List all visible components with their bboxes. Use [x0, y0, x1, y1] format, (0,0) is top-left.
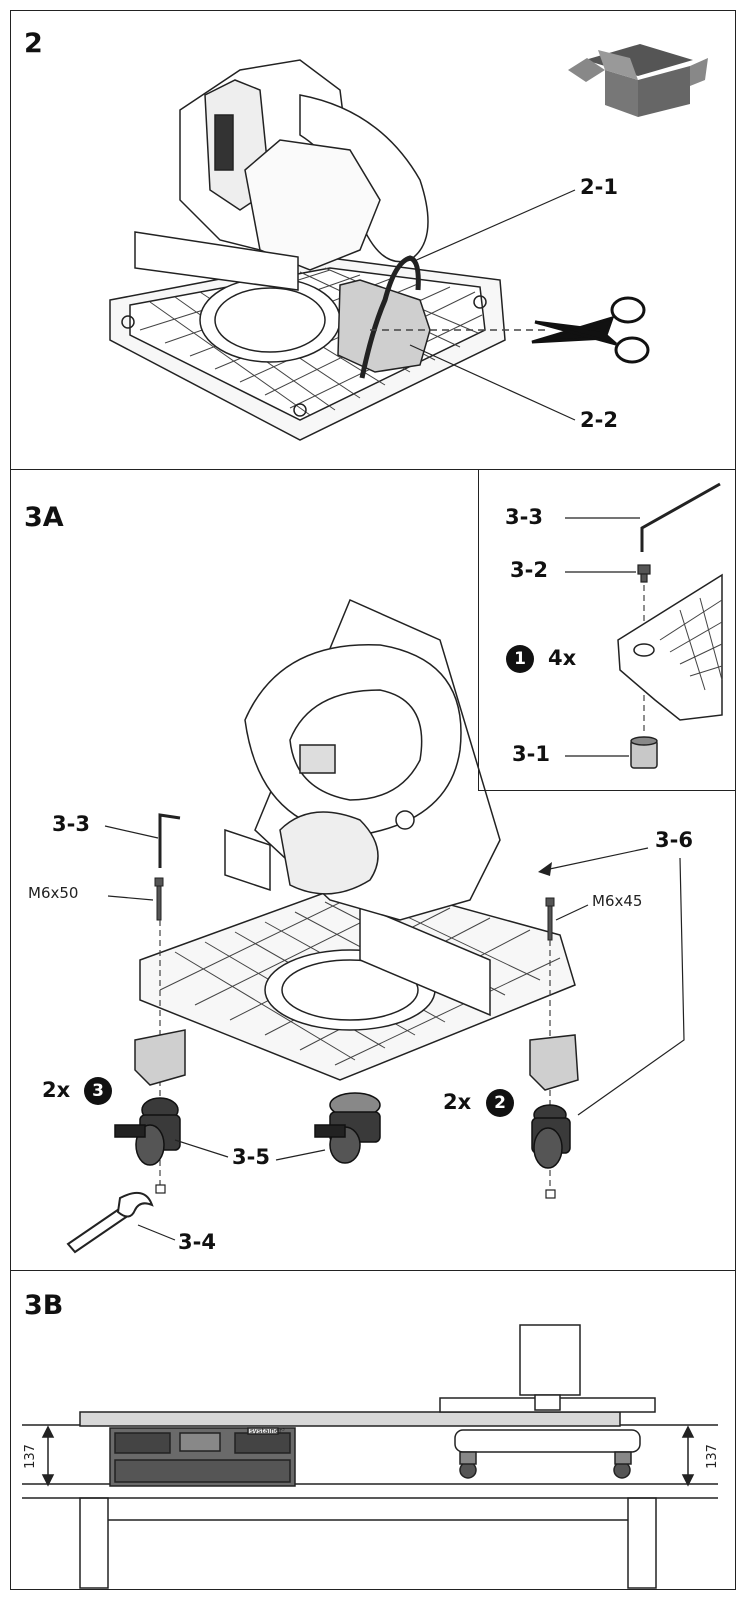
saw-head-panel2 — [179, 59, 429, 271]
box-icon — [568, 44, 708, 117]
quantity-4x: 4x — [548, 646, 577, 670]
leader-3-5b — [275, 1149, 326, 1161]
dim-arrows — [41, 1425, 695, 1487]
inset-hex-key — [640, 482, 721, 552]
leader-m6x45 — [555, 904, 589, 921]
dimension-right: 137 — [704, 1444, 720, 1469]
leader-2-2 — [409, 344, 576, 421]
callout-2-2: 2-2 — [580, 408, 618, 432]
callout-3-5: 3-5 — [232, 1145, 270, 1169]
step-badge-3: 3 — [84, 1077, 112, 1105]
caster-icon — [114, 1097, 181, 1166]
spec-m6x45: M6x45 — [592, 892, 643, 910]
quantity-2x-left: 2x — [42, 1078, 71, 1102]
fence-panel2 — [134, 231, 299, 291]
callout-3-3-inset: 3-3 — [505, 505, 543, 529]
panel-title-3a: 3A — [24, 502, 64, 533]
panel-title-2: 2 — [24, 28, 43, 59]
saw-head-panel3a — [244, 599, 501, 921]
panel-title-3b: 3B — [24, 1290, 64, 1321]
quantity-2x-right: 2x — [443, 1090, 472, 1114]
caster-middle — [314, 1092, 381, 1164]
inset-base-corner — [617, 573, 723, 721]
panel-step-3b — [10, 1270, 736, 1590]
saw-side-3b — [454, 1324, 641, 1479]
scissors-icon — [531, 296, 650, 364]
callout-3-2-inset: 3-2 — [510, 558, 548, 582]
leader-3-3 — [104, 825, 159, 839]
callout-3-4: 3-4 — [178, 1230, 216, 1254]
inset-grid — [659, 597, 723, 691]
bracket-left — [134, 1029, 186, 1086]
inset-spacer — [630, 736, 658, 769]
callout-2-1: 2-1 — [580, 175, 618, 199]
systainer — [109, 1427, 296, 1487]
workbench-legs — [79, 1497, 657, 1589]
shipping-block — [337, 279, 431, 373]
leader-3-4 — [137, 1224, 176, 1241]
leader-3-6-b — [577, 857, 685, 1116]
fence-panel3a — [224, 828, 491, 1017]
callout-3-1-inset: 3-1 — [512, 742, 550, 766]
nuts — [155, 1184, 556, 1199]
caster-right — [531, 1104, 571, 1169]
bracket-right — [529, 1034, 579, 1091]
wrench-icon — [66, 1191, 154, 1254]
step-badge-2: 2 — [486, 1089, 514, 1117]
inset-detail — [478, 469, 736, 791]
bolt-icon — [154, 877, 164, 921]
base-holes-panel2 — [121, 295, 487, 417]
spec-m6x50: M6x50 — [28, 884, 79, 902]
leader-3-5a — [174, 1139, 229, 1158]
leader-m6x50 — [107, 895, 154, 901]
hex-key-icon — [158, 813, 181, 868]
leader-2-1 — [411, 189, 576, 263]
callout-3-3: 3-3 — [52, 812, 90, 836]
systainer-brand: systainer³ — [250, 1427, 285, 1435]
dimension-left: 137 — [22, 1444, 38, 1469]
inset-screw — [637, 564, 651, 583]
cable-tie — [359, 255, 421, 379]
leader-3-6 — [544, 847, 649, 871]
step-badge-1: 1 — [506, 645, 534, 673]
turntable-panel2 — [199, 277, 341, 363]
callout-3-6: 3-6 — [655, 828, 693, 852]
